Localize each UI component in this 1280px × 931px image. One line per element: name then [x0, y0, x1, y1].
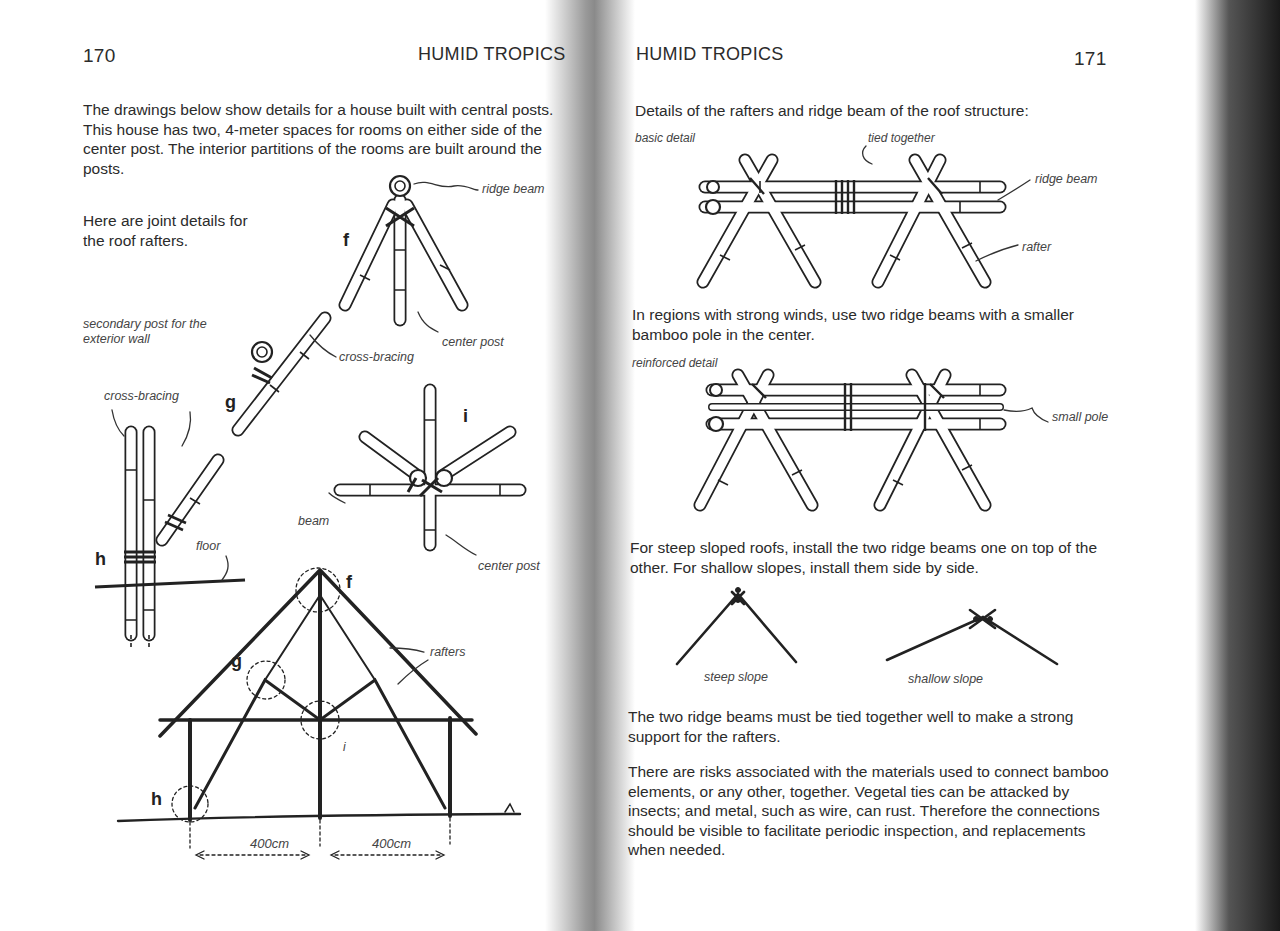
callout-label: ridge beam [1035, 172, 1098, 187]
callout-label: rafter [1022, 240, 1051, 255]
detail-letter: i [463, 406, 468, 428]
body-text: Details of the rafters and ridge beam of… [635, 101, 1115, 121]
body-text: There are risks associated with the mate… [628, 762, 1110, 860]
callout-label: shallow slope [908, 672, 983, 687]
callout-label: i [343, 740, 346, 755]
running-head: HUMID TROPICS [418, 44, 566, 66]
detail-letter: g [231, 651, 242, 673]
callout-label: cross-bracing [339, 350, 414, 365]
detail-letter: h [95, 549, 106, 571]
callout-label: ridge beam [482, 182, 545, 197]
body-text: Here are joint details for the roof raft… [83, 211, 273, 250]
running-head: 170 [83, 44, 116, 67]
callout-label: reinforced detail [632, 356, 717, 371]
callout-label: secondary post for the exterior wall [83, 317, 218, 348]
callout-label: beam [298, 514, 329, 529]
running-head: 171 [1074, 47, 1107, 70]
callout-label: center post [478, 559, 540, 574]
detail-letter: f [346, 572, 352, 594]
callout-label: rafters [430, 645, 465, 660]
callout-label: center post [442, 335, 504, 350]
callout-label: small pole [1052, 410, 1112, 425]
callout-label: 400cm [250, 836, 289, 852]
body-text: The drawings below show details for a ho… [83, 100, 565, 178]
callout-label: 400cm [372, 836, 411, 852]
body-text: In regions with strong winds, use two ri… [632, 305, 1112, 344]
detail-letter: h [151, 789, 162, 811]
running-head: HUMID TROPICS [636, 44, 784, 66]
callout-label: tied together [868, 131, 935, 146]
body-text: For steep sloped roofs, install the two … [630, 538, 1112, 577]
callout-label: steep slope [704, 670, 768, 685]
callout-label: cross-bracing [104, 389, 179, 404]
body-text: The two ridge beams must be tied togethe… [628, 707, 1110, 746]
callout-label: basic detail [635, 131, 695, 146]
detail-letter: g [225, 392, 236, 414]
callout-label: floor [196, 539, 220, 554]
detail-letter: f [343, 230, 349, 252]
